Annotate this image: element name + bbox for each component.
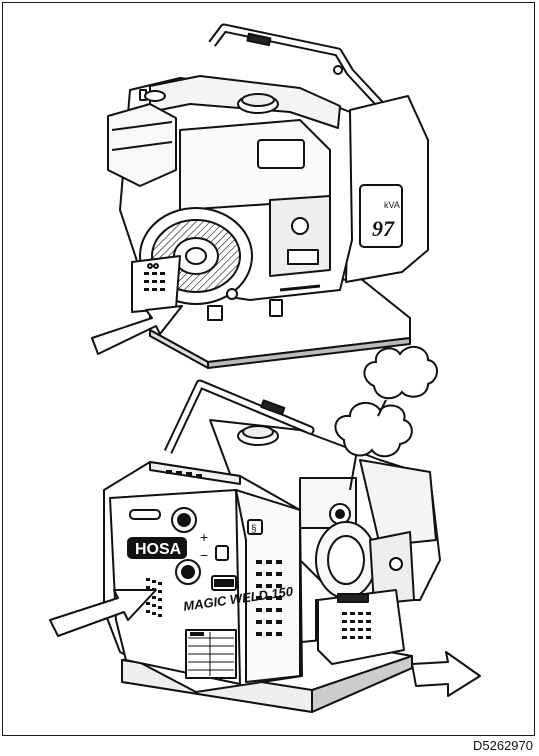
bottom-rating-plate xyxy=(185,629,237,679)
bottom-air-intake-arrow xyxy=(49,589,157,637)
top-foot-middle xyxy=(269,299,283,317)
bottom-muffler-box xyxy=(317,589,405,665)
bottom-generator: HOSA + − MAGIC WELD 150 xyxy=(103,379,441,713)
drawing-code: D5262970 xyxy=(473,738,533,753)
svg-text:+: + xyxy=(200,529,208,545)
bottom-brand-badge: HOSA xyxy=(127,537,187,559)
generator-illustration: 97 kVA xyxy=(49,23,481,713)
svg-text:§: § xyxy=(251,524,257,535)
bottom-air-outlet-arrow xyxy=(411,651,481,697)
bottom-welder-housing: HOSA + − MAGIC WELD 150 xyxy=(103,461,303,693)
bottom-output-terminals: + − xyxy=(171,507,208,585)
top-side-badge: 97 xyxy=(372,216,395,241)
top-control-plate xyxy=(131,255,181,313)
top-handle xyxy=(208,23,406,132)
exhaust-smoke-clouds xyxy=(334,345,438,491)
svg-text:kVA: kVA xyxy=(384,200,400,210)
top-foot-front xyxy=(207,305,223,321)
top-alternator-housing: 97 kVA xyxy=(345,95,429,283)
brand-badge-text: HOSA xyxy=(135,541,182,558)
top-generator: 97 kVA xyxy=(107,23,429,369)
svg-text:−: − xyxy=(200,547,208,563)
top-air-intake-arrow xyxy=(91,305,183,355)
bottom-side-vent xyxy=(256,560,282,636)
